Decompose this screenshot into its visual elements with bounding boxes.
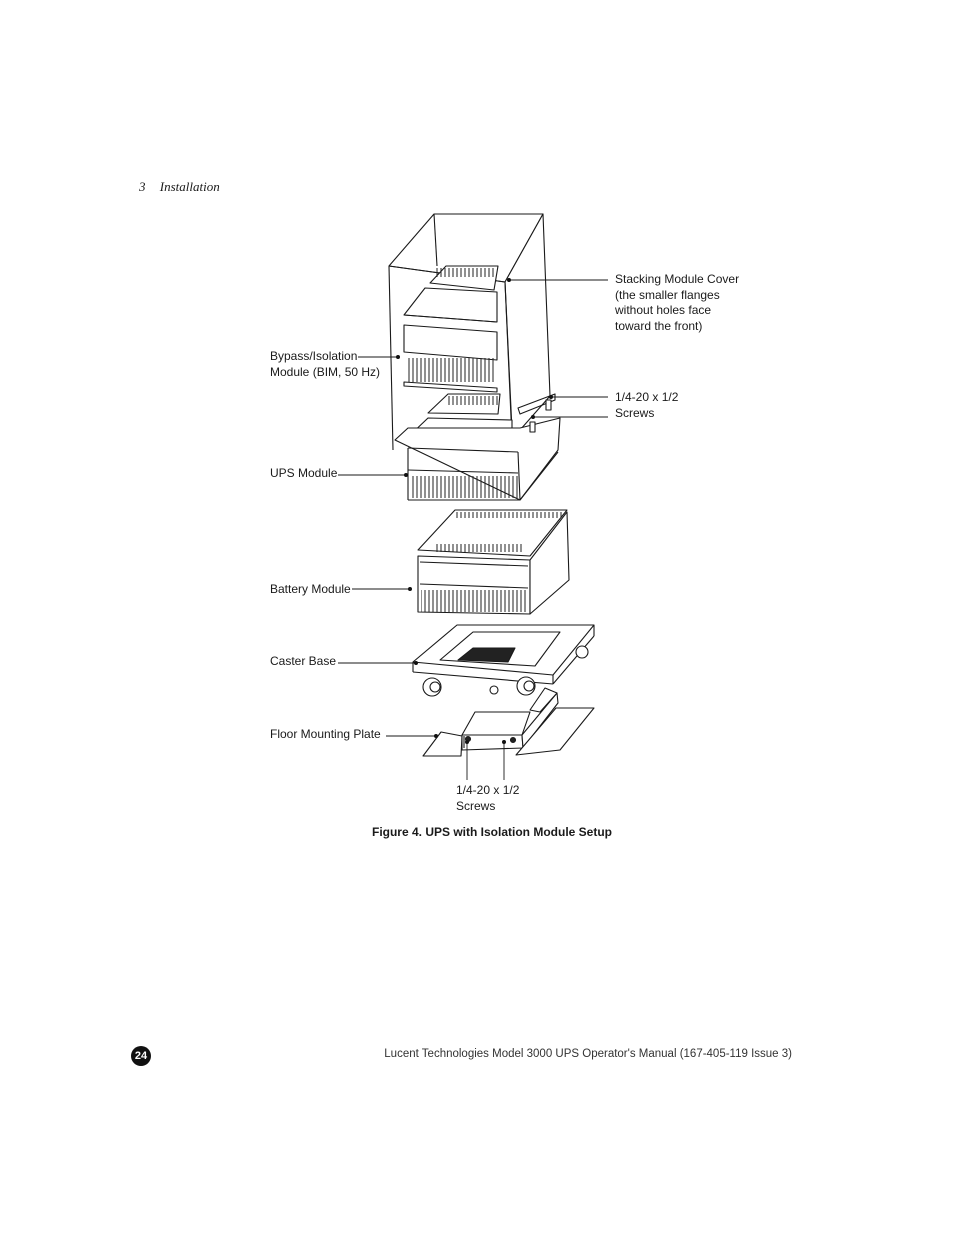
label-screws-bottom: 1/4-20 x 1/2 Screws <box>456 783 519 814</box>
label-line: (the smaller flanges <box>615 287 720 302</box>
label-line: Battery Module <box>270 582 351 596</box>
label-line: Module (BIM, 50 Hz) <box>270 364 381 379</box>
footer-text: Lucent Technologies Model 3000 UPS Opera… <box>384 1048 792 1060</box>
leader-dots <box>396 278 553 744</box>
figure-caption: Figure 4. UPS with Isolation Module Setu… <box>371 825 612 839</box>
leader-lines <box>338 279 608 780</box>
top-screws-drawing <box>529 399 552 433</box>
section-title: Installation <box>159 179 220 194</box>
running-header: 3 Installation <box>139 179 220 195</box>
label-stacking-module-cover: Stacking Module Cover (the smaller flang… <box>615 272 739 334</box>
label-line: 1/4-20 x 1/2 <box>456 783 520 797</box>
label-bim: Bypass/Isolation Module (BIM, 50 Hz) <box>270 349 380 380</box>
label-line: 1/4-20 x 1/2 <box>615 390 679 404</box>
label-line: without holes face <box>615 303 712 317</box>
label-floor-mounting-plate: Floor Mounting Plate <box>270 727 381 743</box>
label-ups-module: UPS Module <box>270 466 337 482</box>
label-line: Floor Mounting Plate <box>270 727 381 741</box>
label-line: UPS Module <box>270 466 338 480</box>
label-line: Screws <box>615 405 655 420</box>
battery-module-drawing <box>417 509 570 615</box>
stacking-module-cover-drawing <box>388 213 551 451</box>
label-line: Bypass/Isolation <box>270 349 358 363</box>
chapter-number: 3 <box>139 179 146 194</box>
caster-base-drawing <box>412 624 595 697</box>
label-line: Screws <box>456 798 496 813</box>
page-number-badge: 24 <box>131 1046 151 1066</box>
floor-mounting-plate-drawing <box>422 687 595 757</box>
label-line: toward the front) <box>615 318 703 333</box>
label-battery-module: Battery Module <box>270 582 351 598</box>
label-line: Stacking Module Cover <box>615 272 740 286</box>
label-caster-base: Caster Base <box>270 654 336 670</box>
label-screws-top: 1/4-20 x 1/2 Screws <box>615 390 678 421</box>
label-line: Caster Base <box>270 654 337 668</box>
ups-module-drawing <box>394 393 561 501</box>
